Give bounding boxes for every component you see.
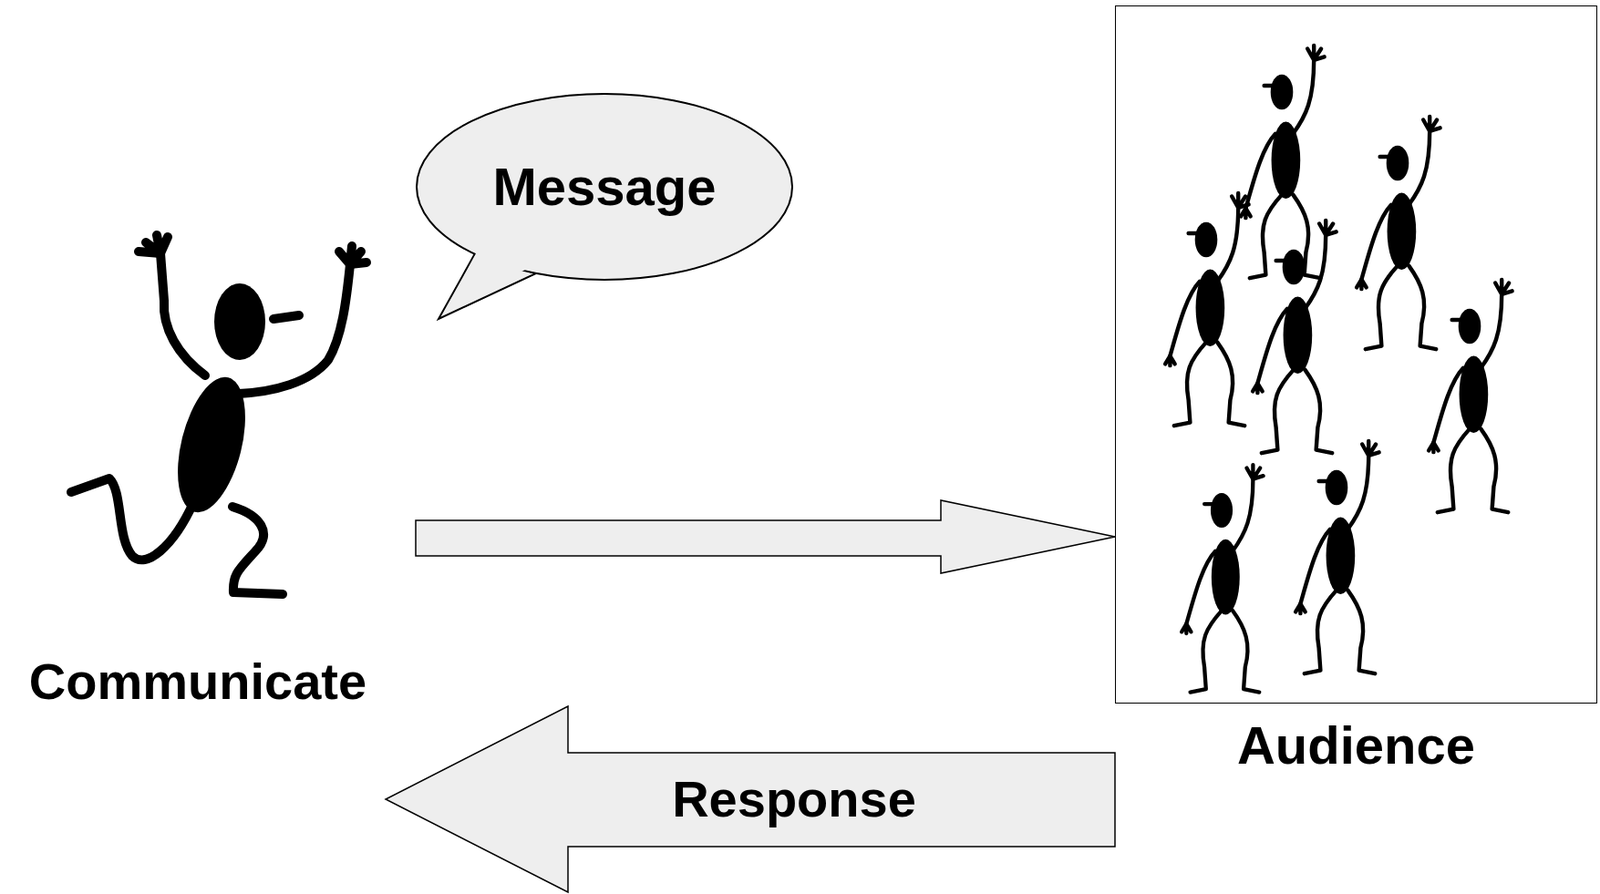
block-arrow [385, 706, 1115, 893]
arrow-label: Response [666, 770, 922, 829]
box-heading: Audience [1237, 715, 1476, 777]
audience-crowd [1165, 45, 1513, 693]
block-arrow [415, 500, 1115, 574]
communicator-label: Communicate [29, 652, 367, 712]
speech-bubble: Message [415, 92, 794, 281]
audience-box: Audience [1114, 5, 1598, 704]
bubble-ellipse [416, 93, 793, 280]
bubble-seam [448, 249, 533, 309]
message-text: Message [492, 156, 716, 218]
communicator-node: Communicate [10, 218, 386, 712]
communicator-figure [71, 235, 367, 595]
